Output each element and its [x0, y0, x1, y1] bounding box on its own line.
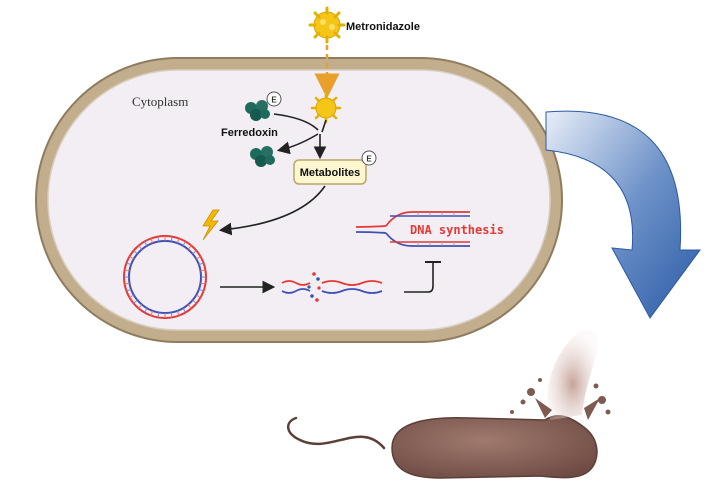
dna-rung	[187, 245, 192, 250]
flagellum	[287, 416, 386, 450]
svg-text:E: E	[366, 155, 372, 164]
lightning-icon	[202, 209, 220, 241]
internal-metronidazole-icon	[310, 92, 342, 124]
svg-text:E: E	[271, 96, 277, 105]
dna-rung	[129, 294, 135, 298]
enzyme-badge-metabolites: E	[361, 150, 377, 166]
dna-rung	[200, 282, 206, 285]
dna-rung	[195, 256, 201, 260]
dna-rung	[198, 262, 204, 266]
dna-rung	[124, 282, 130, 285]
ferredoxin-to-reaction-arrow	[273, 113, 319, 131]
dna-rung	[170, 236, 173, 242]
dna-rung	[192, 250, 197, 255]
metronidazole-molecule-icon	[308, 6, 346, 44]
dna-rung	[176, 238, 180, 244]
dna-rung	[129, 256, 135, 260]
dna-rung	[182, 307, 186, 313]
dna-rung	[198, 288, 204, 292]
dna-rung	[157, 236, 160, 242]
dna-rung	[133, 250, 138, 255]
dna-rung	[195, 294, 201, 298]
cytoplasm-area	[47, 69, 551, 331]
dna-rung	[144, 307, 148, 313]
bacterial-cell	[35, 57, 563, 343]
replication-fork-icon	[355, 211, 470, 247]
metabolites-to-dna-arrow	[218, 185, 326, 236]
lysis-plume	[547, 329, 599, 420]
cytoplasm-label: Cytoplasm	[132, 94, 188, 109]
reduced-ferredoxin-arrow	[276, 133, 319, 155]
inhibition-arrow	[404, 262, 434, 293]
ferredoxin-label: Ferredoxin	[221, 127, 278, 139]
fragmented-dna-icon	[281, 272, 383, 302]
ferredoxin-protein-icon	[245, 100, 270, 121]
dna-rung	[150, 310, 154, 316]
reduced-ferredoxin-icon	[250, 146, 275, 167]
dna-rung	[176, 310, 180, 316]
metabolites-box: Metabolites	[293, 159, 367, 185]
dna-rung	[192, 299, 197, 304]
dna-rung	[133, 299, 138, 304]
dna-rung	[126, 262, 132, 266]
metabolites-label: Metabolites	[300, 167, 361, 179]
dna-rung	[144, 241, 148, 247]
dna-rung	[200, 269, 206, 272]
lysing-bacterium-icon	[287, 329, 611, 479]
drug-to-reaction-arrow	[321, 119, 327, 133]
dna-rung	[126, 288, 132, 292]
dna-rung	[138, 245, 143, 250]
enzyme-badge-ferredoxin: E	[266, 91, 282, 107]
circular-dna-icon	[123, 235, 207, 319]
dna-rung	[187, 304, 192, 309]
dna-rung	[124, 269, 130, 272]
bacterium-body	[391, 415, 598, 479]
dna-rung	[138, 304, 143, 309]
dna-rung	[157, 312, 160, 318]
metronidazole-label: Metronidazole	[346, 21, 420, 33]
dna-rung	[150, 238, 154, 244]
dna-rung	[182, 241, 186, 247]
dna-synthesis-label: DNA synthesis	[410, 223, 504, 237]
outcome-curved-arrow	[545, 110, 701, 319]
dna-rung	[170, 312, 173, 318]
